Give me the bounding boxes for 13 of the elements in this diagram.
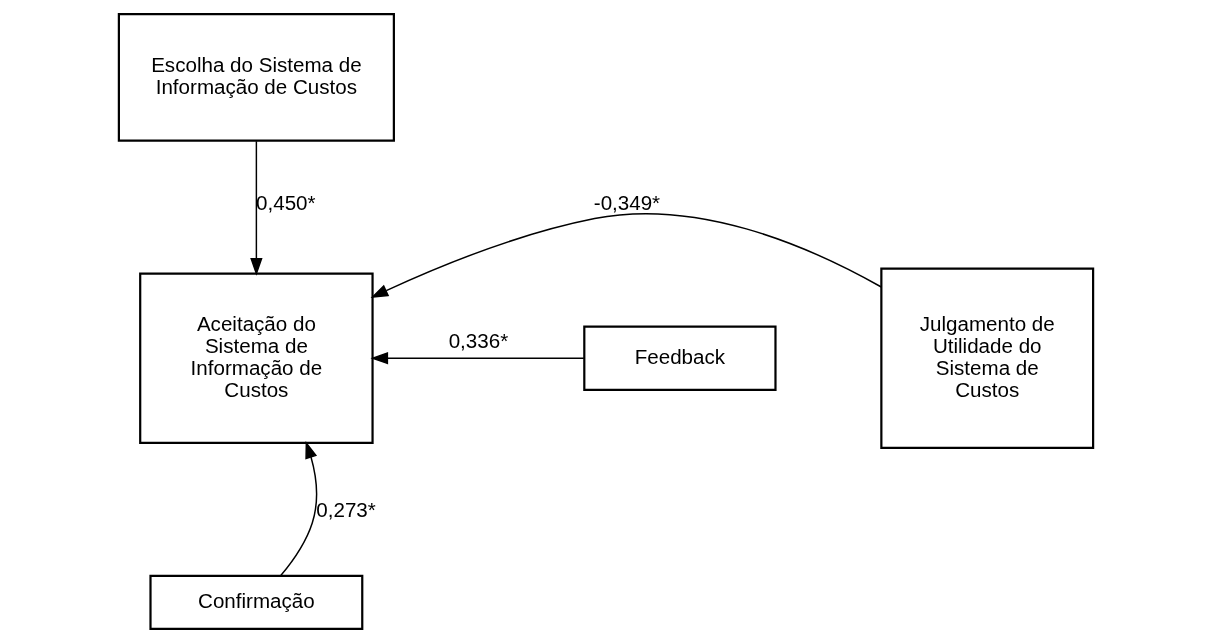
edge-label: 0,450*: [255, 191, 316, 215]
node-box: Escolha do Sistema de Informação de Custos: [117, 13, 395, 142]
edge-label: 0,273*: [315, 498, 376, 522]
edge-label: -0,349*: [593, 191, 660, 215]
arrow: [369, 352, 585, 365]
node-box: Confirmação: [148, 574, 363, 630]
node-box: Julgamento de Utilidade do Sistema de Custos: [879, 267, 1094, 450]
node-box: Feedback: [582, 325, 777, 391]
arrow: [279, 440, 317, 577]
arrow: [249, 140, 263, 276]
arrow: [370, 212, 882, 298]
edge-label: 0,336*: [448, 329, 508, 353]
node-box: Aceitação do Sistema de Informação de Custos: [138, 272, 374, 444]
